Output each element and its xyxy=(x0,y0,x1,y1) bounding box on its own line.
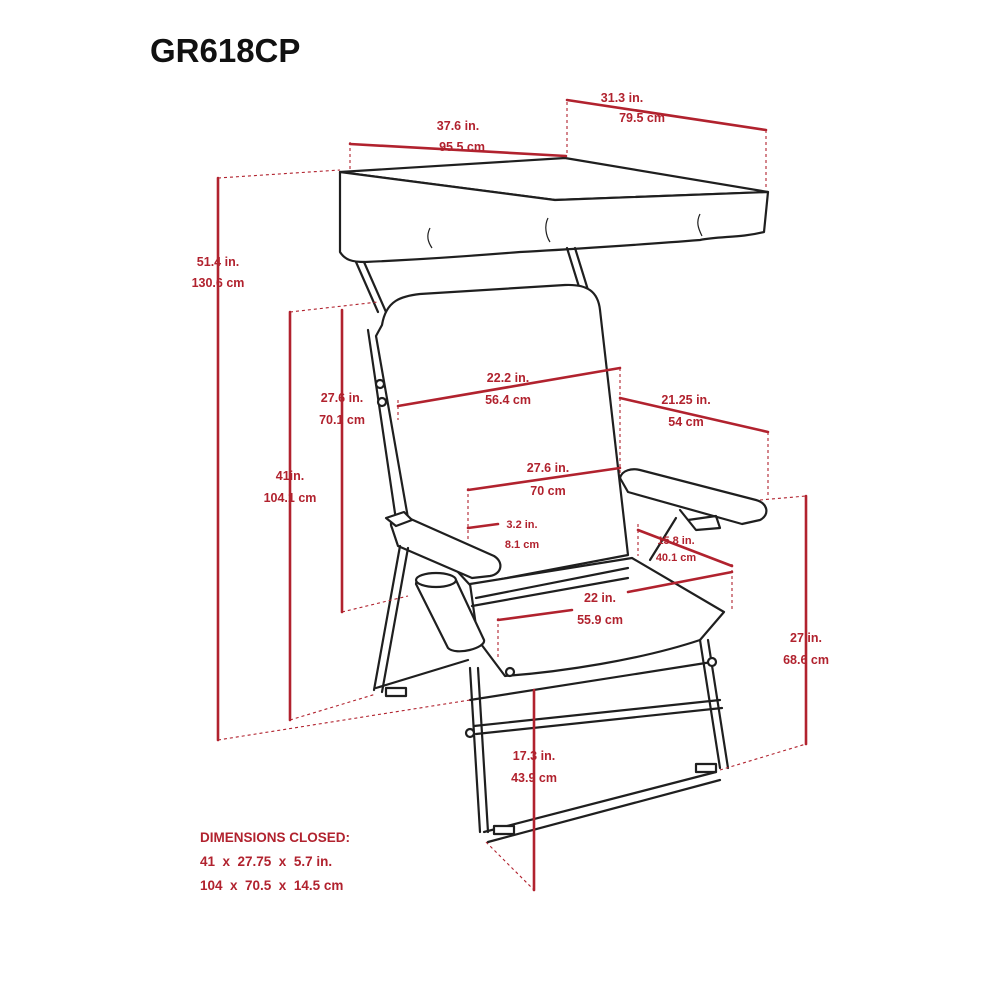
label-back-width-cm: 56.4 cm xyxy=(485,393,531,407)
label-arm-height-in: 3.2 in. xyxy=(506,519,537,531)
backrest xyxy=(374,283,630,587)
model-number: GR618CP xyxy=(150,32,300,69)
dim-line-arm-height xyxy=(466,522,500,530)
cup-holder-rim xyxy=(414,571,458,589)
label-seat-width-in: 22 in. xyxy=(584,591,616,605)
label-arm-span-cm: 70 cm xyxy=(530,484,565,498)
armrest-left-bracket xyxy=(384,510,414,528)
label-arm-floor-in: 27 in. xyxy=(790,631,822,645)
label-seat-width-cm: 55.9 cm xyxy=(577,613,623,627)
bottom-rail xyxy=(482,770,722,844)
label-seat-depth-in: 15.8 in. xyxy=(657,535,694,547)
canopy-wrinkle xyxy=(697,213,703,237)
canopy-wrinkle xyxy=(545,217,551,243)
closed-dimensions-metric: 104 x 70.5 x 14.5 cm xyxy=(200,878,343,893)
seat-front-bar xyxy=(470,576,630,608)
dim-line-arm-depth xyxy=(618,396,770,434)
chair-illustration xyxy=(338,156,770,844)
dim-line-seat-width xyxy=(626,570,734,594)
label-canopy-width-cm: 95.5 cm xyxy=(439,140,485,154)
closed-dimensions-title: DIMENSIONS CLOSED: xyxy=(200,830,350,845)
label-chair-height-cm: 104.1 cm xyxy=(264,491,317,505)
rear-leg-brace xyxy=(374,658,470,690)
dim-line-arm-span xyxy=(466,466,622,492)
label-chair-height-in: 41in. xyxy=(276,469,305,483)
label-seat-height-in: 17.3 in. xyxy=(513,749,555,763)
closed-dimensions-imperial: 41 x 27.75 x 5.7 in. xyxy=(200,854,332,869)
canopy-pole-left xyxy=(354,260,388,314)
label-canopy-depth-in: 31.3 in. xyxy=(601,91,643,105)
rear-leg xyxy=(372,544,410,694)
label-arm-height-cm: 8.1 cm xyxy=(505,539,539,551)
hinge-knob xyxy=(374,378,386,390)
dim-line-canopy-width xyxy=(348,142,568,158)
armrest-right-support xyxy=(678,508,722,532)
seat-front-bar xyxy=(474,566,630,600)
label-total-height-in: 51.4 in. xyxy=(197,255,239,269)
label-arm-depth-cm: 54 cm xyxy=(668,415,703,429)
hinge-knob xyxy=(376,396,388,408)
lower-crossbar xyxy=(472,698,724,736)
front-leg-left xyxy=(468,666,490,834)
label-arm-span-in: 27.6 in. xyxy=(527,461,569,475)
label-canopy-width-in: 37.6 in. xyxy=(437,119,479,133)
frame-rivet xyxy=(464,727,476,739)
dimension-lines xyxy=(216,98,808,892)
foot-cap xyxy=(694,762,718,774)
canopy-valance xyxy=(338,170,770,264)
backrest-side-tube xyxy=(366,328,398,522)
label-arm-depth-in: 21.25 in. xyxy=(661,393,710,407)
label-back-height-in: 27.6 in. xyxy=(321,391,363,405)
label-back-width-in: 22.2 in. xyxy=(487,371,529,385)
foot-cap xyxy=(492,824,516,836)
label-seat-height-cm: 43.9 cm xyxy=(511,771,557,785)
frame-rivet xyxy=(706,656,718,668)
label-back-height-cm: 70.1 cm xyxy=(319,413,365,427)
label-seat-depth-cm: 40.1 cm xyxy=(656,552,697,564)
foot-cap xyxy=(384,686,408,698)
canopy-wrinkle xyxy=(427,227,433,249)
dim-line-back-width xyxy=(396,366,622,408)
dim-line-canopy-depth xyxy=(565,98,768,132)
label-total-height-cm: 130.6 cm xyxy=(192,276,245,290)
mid-rail xyxy=(468,660,714,702)
armrest-right xyxy=(618,468,768,526)
dim-line-seat-width xyxy=(496,608,574,622)
label-canopy-depth-cm: 79.5 cm xyxy=(619,111,665,125)
label-arm-floor-cm: 68.6 cm xyxy=(783,653,829,667)
frame-rivet xyxy=(504,666,516,678)
dim-line-seat-depth xyxy=(636,528,734,568)
canopy-pole-right xyxy=(565,246,590,292)
